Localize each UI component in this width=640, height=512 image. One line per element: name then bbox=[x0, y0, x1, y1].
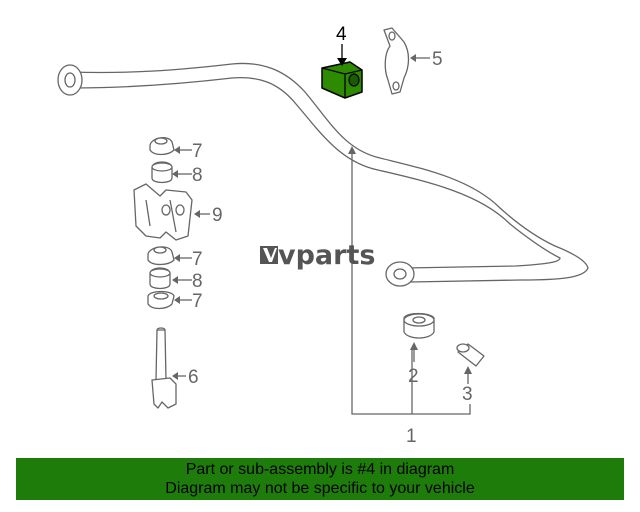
banner-line-1: Part or sub-assembly is #4 in diagram bbox=[185, 461, 455, 478]
callout-7-bottom: 7 bbox=[192, 291, 203, 312]
callout-7-middle: 7 bbox=[192, 249, 203, 270]
part-7-grommet-bottom[interactable] bbox=[147, 290, 175, 310]
part-8-spacer-middle[interactable] bbox=[149, 267, 171, 290]
callout-8-top: 8 bbox=[192, 165, 203, 186]
stabilizer-bar[interactable] bbox=[57, 62, 589, 287]
callout-5: 5 bbox=[432, 49, 443, 70]
callout-3: 3 bbox=[462, 384, 473, 405]
part-3-bushing[interactable] bbox=[456, 343, 485, 367]
lvparts-logo-icon bbox=[260, 246, 278, 264]
callout-4: 4 bbox=[336, 24, 347, 45]
part-8-spacer-top[interactable] bbox=[151, 161, 173, 184]
callout-1: 1 bbox=[406, 426, 417, 447]
part-5-bracket[interactable] bbox=[383, 27, 410, 95]
info-banner: Part or sub-assembly is #4 in diagram Di… bbox=[16, 458, 624, 500]
watermark-text: vparts bbox=[278, 240, 375, 271]
callout-8-middle: 8 bbox=[192, 271, 203, 292]
part-9-bracket[interactable] bbox=[133, 183, 193, 241]
bar-end-left-bushing bbox=[57, 64, 83, 96]
part-2-bushing[interactable] bbox=[403, 312, 435, 339]
bar-end-right-bushing bbox=[385, 261, 415, 287]
callout-6: 6 bbox=[188, 367, 199, 388]
callout-7-top: 7 bbox=[192, 141, 203, 162]
part-6-link-bolt[interactable] bbox=[151, 327, 177, 409]
watermark-logo: vparts bbox=[258, 236, 388, 272]
banner-line-2: Diagram may not be specific to your vehi… bbox=[165, 480, 475, 497]
part-4-bushing[interactable] bbox=[321, 61, 363, 99]
parts-diagram: 4 5 1 2 3 7 8 bbox=[57, 24, 589, 447]
callout-2: 2 bbox=[408, 366, 419, 387]
part-7-grommet-top[interactable] bbox=[149, 136, 175, 156]
part-7-grommet-middle[interactable] bbox=[147, 246, 175, 266]
callout-9: 9 bbox=[212, 205, 223, 226]
